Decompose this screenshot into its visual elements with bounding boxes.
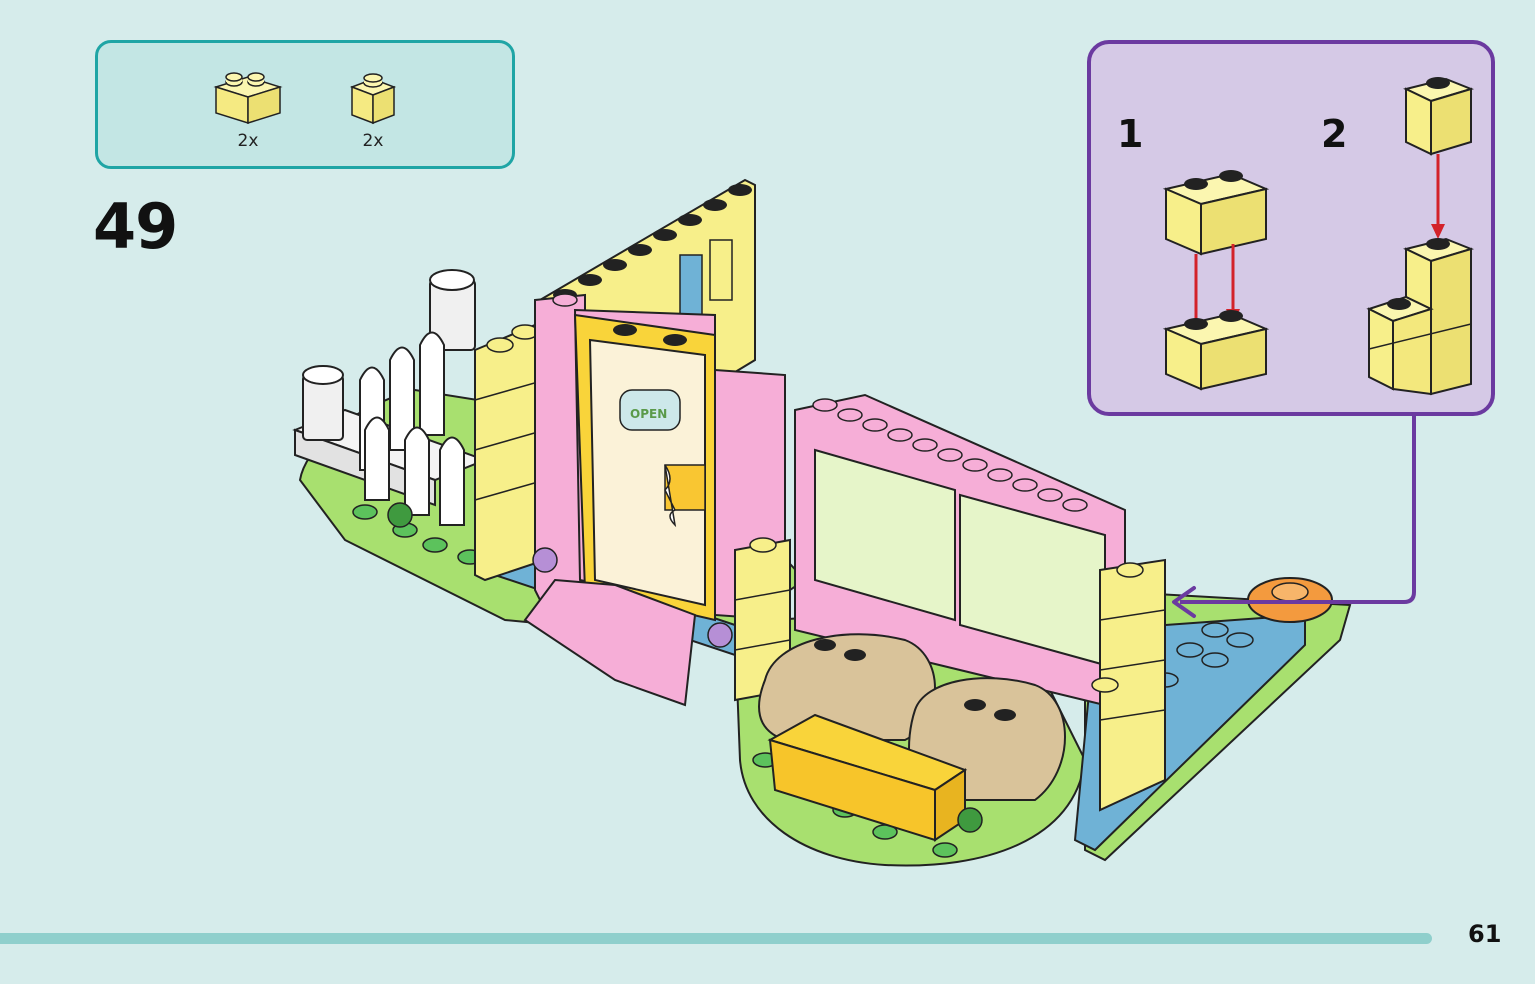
sub-step-number: 2	[1321, 112, 1348, 156]
part-brick-1x1: 2x	[328, 67, 418, 151]
part-quantity: 2x	[237, 131, 259, 151]
shop-door: OPEN	[573, 313, 716, 622]
sub-step-2-diagram	[1366, 77, 1475, 396]
part-quantity: 2x	[362, 131, 384, 151]
step-number: 49	[93, 190, 178, 263]
model-illustration: OPEN	[292, 178, 1352, 867]
sub-step-number: 1	[1117, 112, 1144, 156]
pink-window-wall	[794, 393, 1126, 712]
brick-1x2-icon	[1162, 310, 1270, 391]
yellow-pillar-right	[1091, 558, 1166, 812]
footer-bar	[0, 933, 1432, 944]
page-number: 61	[1468, 920, 1502, 948]
yellow-sofa	[767, 713, 968, 842]
door-sign-text: OPEN	[630, 407, 667, 421]
pink-ramp	[523, 578, 697, 707]
brick-1x1-icon	[349, 73, 397, 125]
flower-decorations	[387, 502, 983, 833]
part-brick-1x2: 2x	[203, 67, 293, 151]
brick-1x1-icon	[1403, 77, 1475, 156]
red-arrow-icon	[1431, 154, 1445, 239]
brick-1x2-icon	[213, 72, 283, 125]
sub-step-1-diagram	[1162, 170, 1270, 391]
white-fence	[292, 269, 488, 526]
sub-assembly-callout: 1 2	[1087, 40, 1495, 416]
arrow-head-icon	[1172, 586, 1196, 618]
window-pane-left	[814, 448, 956, 622]
brick-1x2-icon	[1162, 170, 1270, 256]
yellow-stack-icon	[1366, 237, 1475, 396]
parts-list-box: 2x 2x	[95, 40, 515, 169]
callout-connector-arrow	[1172, 414, 1416, 618]
